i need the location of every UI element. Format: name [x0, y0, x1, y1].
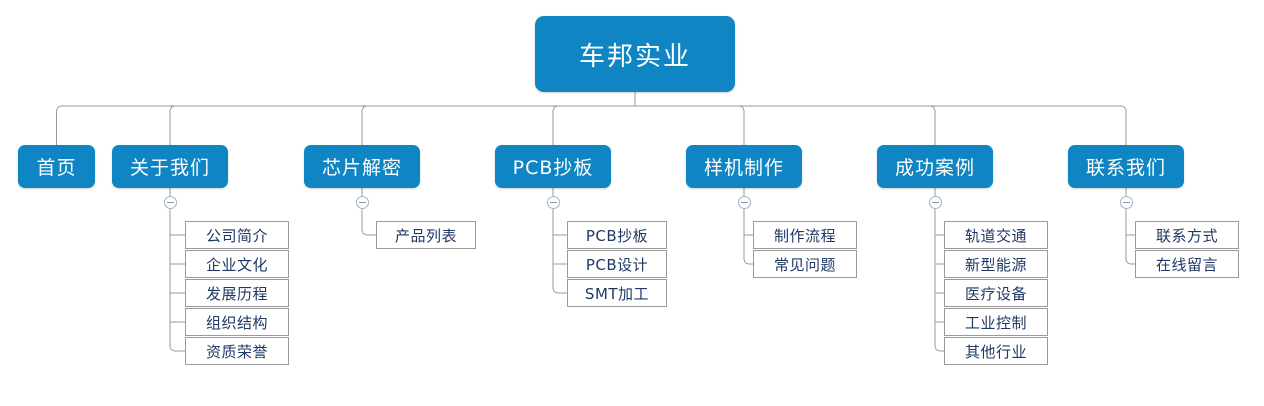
leaf-node-7-1[interactable]: 联系方式 — [1135, 221, 1239, 249]
branch-node-3[interactable]: 芯片解密 — [304, 145, 420, 188]
collapse-toggle-7[interactable] — [1119, 196, 1133, 209]
leaf-node-6-1[interactable]: 轨道交通 — [944, 221, 1048, 249]
branch-node-5[interactable]: 样机制作 — [686, 145, 802, 188]
collapse-toggle-5[interactable] — [737, 196, 751, 209]
root-node[interactable]: 车邦实业 — [535, 16, 735, 92]
leaf-node-5-1[interactable]: 制作流程 — [753, 221, 857, 249]
leaf-node-2-1[interactable]: 公司简介 — [185, 221, 289, 249]
collapse-toggle-6[interactable] — [928, 196, 942, 209]
leaf-node-4-3[interactable]: SMT加工 — [567, 279, 667, 307]
leaf-node-6-4[interactable]: 工业控制 — [944, 308, 1048, 336]
leaf-node-4-1[interactable]: PCB抄板 — [567, 221, 667, 249]
leaf-node-2-5[interactable]: 资质荣誉 — [185, 337, 289, 365]
leaf-node-2-4[interactable]: 组织结构 — [185, 308, 289, 336]
leaf-node-6-5[interactable]: 其他行业 — [944, 337, 1048, 365]
branch-node-6[interactable]: 成功案例 — [877, 145, 993, 188]
branch-node-2[interactable]: 关于我们 — [112, 145, 228, 188]
leaf-node-6-3[interactable]: 医疗设备 — [944, 279, 1048, 307]
collapse-toggle-2[interactable] — [163, 196, 177, 209]
leaf-node-2-3[interactable]: 发展历程 — [185, 279, 289, 307]
leaf-node-7-2[interactable]: 在线留言 — [1135, 250, 1239, 278]
collapse-toggle-4[interactable] — [546, 196, 560, 209]
leaf-node-6-2[interactable]: 新型能源 — [944, 250, 1048, 278]
branch-node-7[interactable]: 联系我们 — [1068, 145, 1184, 188]
leaf-node-4-2[interactable]: PCB设计 — [567, 250, 667, 278]
branch-node-1[interactable]: 首页 — [18, 145, 95, 188]
leaf-node-2-2[interactable]: 企业文化 — [185, 250, 289, 278]
collapse-toggle-3[interactable] — [355, 196, 369, 209]
leaf-node-5-2[interactable]: 常见问题 — [753, 250, 857, 278]
branch-node-4[interactable]: PCB抄板 — [495, 145, 611, 188]
leaf-node-3-1[interactable]: 产品列表 — [376, 221, 476, 249]
